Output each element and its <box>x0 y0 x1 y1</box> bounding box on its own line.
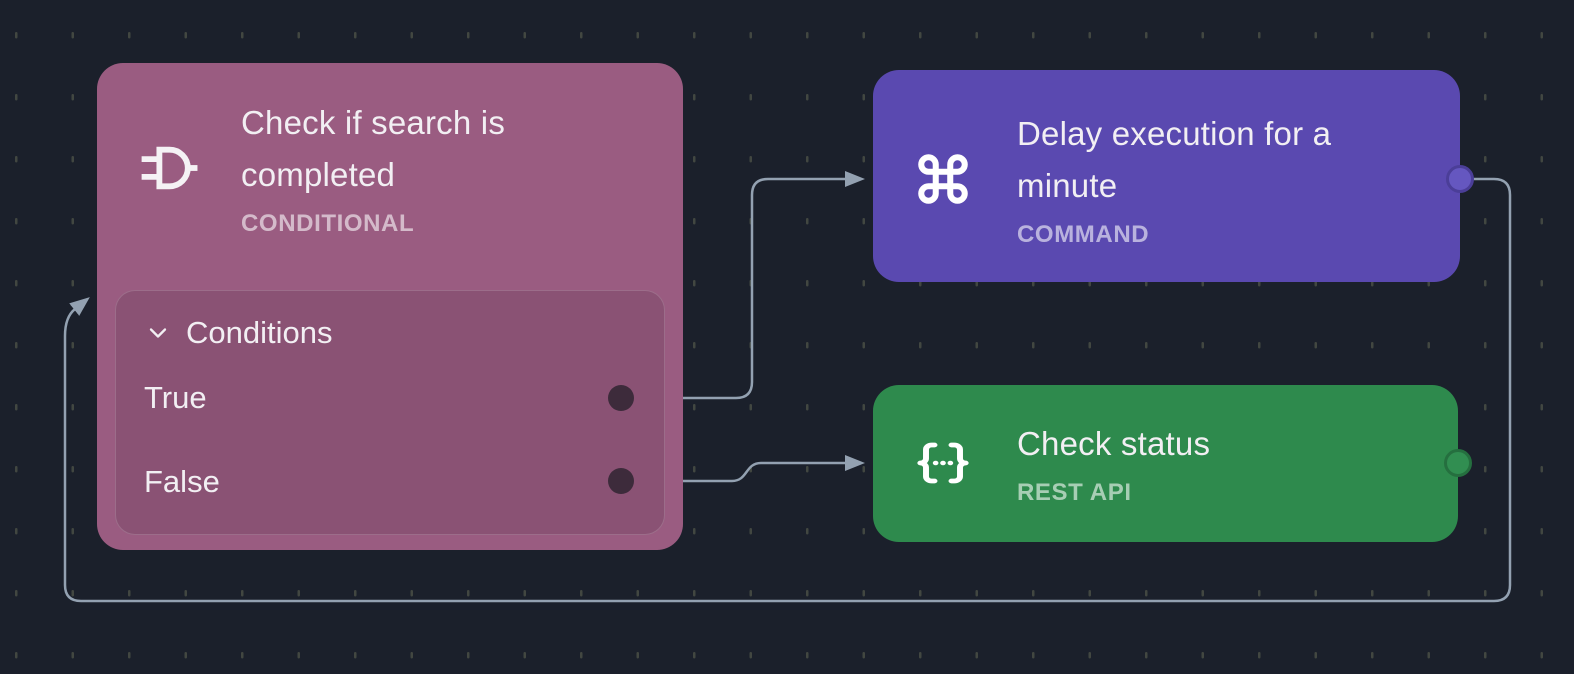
node-rest-api[interactable]: Check status REST API <box>873 385 1458 542</box>
condition-row-true: True <box>144 369 636 427</box>
node-rest-api-header: Check status REST API <box>873 385 1458 507</box>
conditions-header-label: Conditions <box>186 315 333 350</box>
node-title: Check status <box>1017 425 1211 462</box>
edge-true-to-command[interactable] <box>621 171 865 400</box>
conditions-collapse-toggle[interactable]: Conditions <box>144 311 636 355</box>
node-command-header: Delay execution for a minute COMMAND <box>873 70 1460 249</box>
condition-true-label: True <box>144 380 207 415</box>
node-type-label: REST API <box>1017 479 1132 506</box>
command-icon <box>903 147 983 211</box>
chevron-down-icon <box>149 328 167 338</box>
condition-row-false: False <box>144 453 636 511</box>
edge-command-loop-to-conditional[interactable] <box>63 177 1512 603</box>
node-conditional[interactable]: Check if search is completed CONDITIONAL… <box>97 63 683 550</box>
port-rest-api-output[interactable] <box>1444 449 1472 477</box>
node-conditional-header: Check if search is completed CONDITIONAL <box>97 63 683 238</box>
port-command-output[interactable] <box>1446 165 1474 193</box>
edge-false-to-rest-api[interactable] <box>621 455 865 483</box>
node-title: Delay execution for a minute <box>1017 115 1332 204</box>
port-false-output[interactable] <box>608 468 634 494</box>
node-command[interactable]: Delay execution for a minute COMMAND <box>873 70 1460 282</box>
node-title: Check if search is completed <box>241 104 506 193</box>
node-type-label: CONDITIONAL <box>241 210 415 237</box>
braces-icon <box>903 436 983 490</box>
conditions-panel: Conditions True False <box>115 290 665 535</box>
node-type-label: COMMAND <box>1017 221 1150 248</box>
port-true-output[interactable] <box>608 385 634 411</box>
condition-false-label: False <box>144 464 220 499</box>
logic-gate-icon <box>127 140 207 196</box>
